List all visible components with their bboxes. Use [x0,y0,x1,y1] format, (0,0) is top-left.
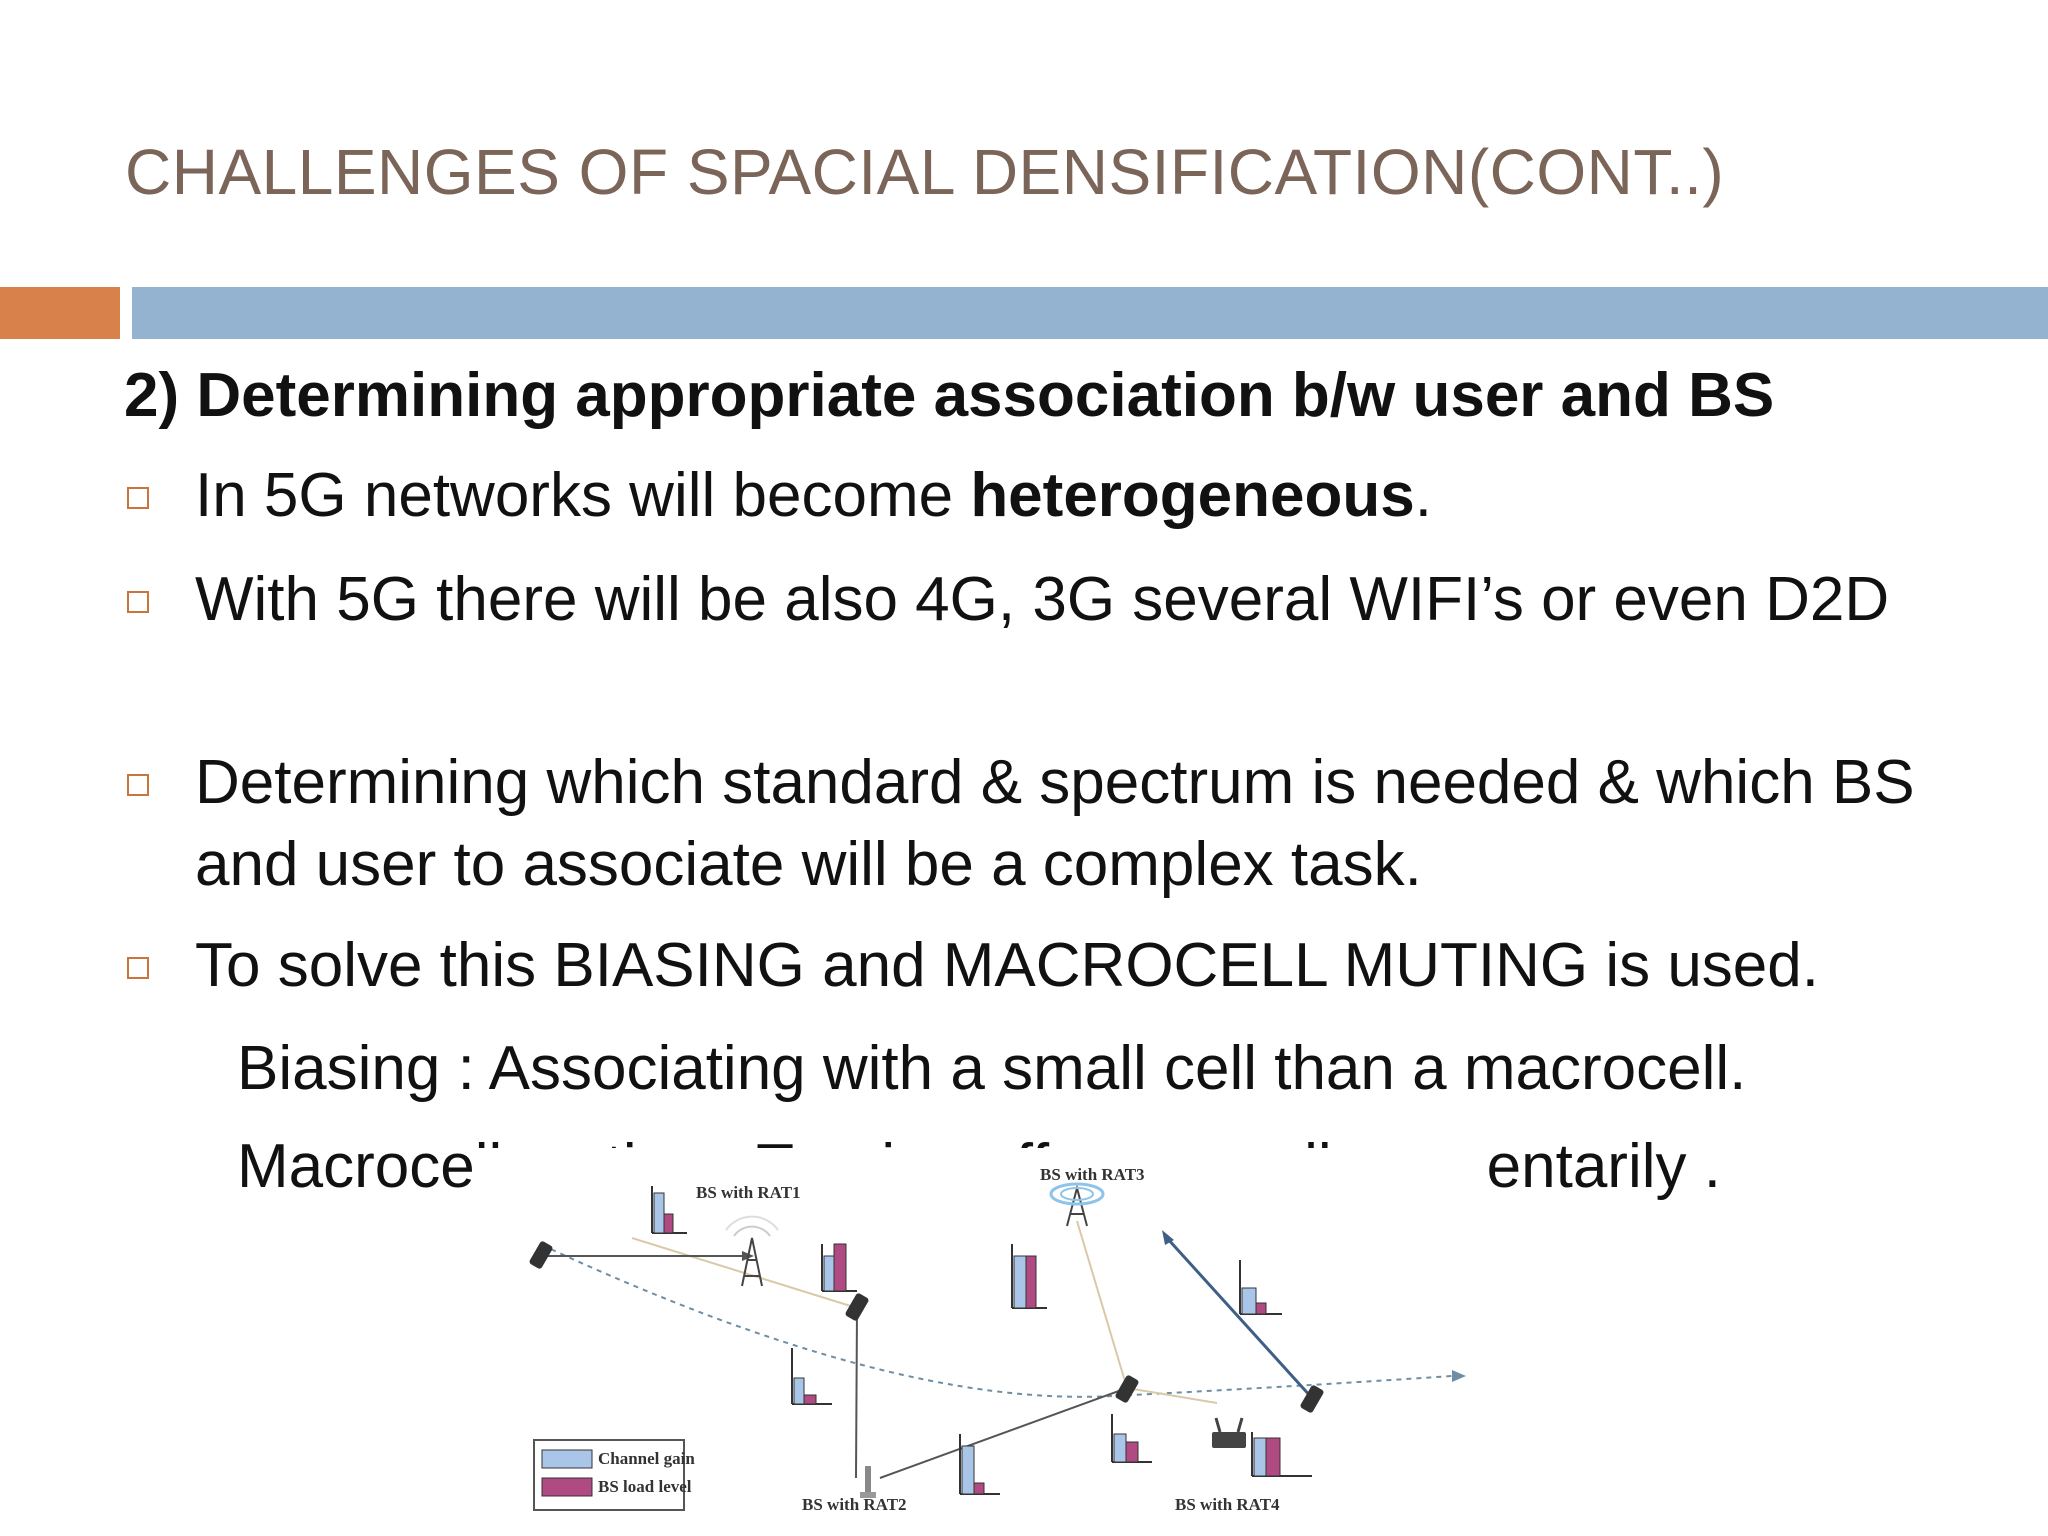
bullet-text: With 5G there will be also 4G, 3G severa… [195,565,1890,634]
legend-swatch-bs-load [541,1477,593,1497]
mini-bar-chart [959,1434,1000,1495]
square-bullet-icon [127,957,149,979]
bs-rat4-label: BS with RAT4 [1175,1495,1280,1514]
square-bullet-icon [127,487,149,509]
accent-bar-orange [0,287,120,339]
bullet-text: In 5G networks will become [195,461,971,530]
bullet-item: To solve this BIASING and MACROCELL MUTI… [124,925,2004,1007]
bs-rat1-tower-icon [725,1215,779,1287]
user-device-icon [1115,1375,1139,1403]
user-trajectory-path [541,1244,1453,1398]
bullet-text: To solve this BIASING and MACROCELL MUTI… [195,931,1819,1000]
bs-rat4-router-icon [1212,1417,1246,1448]
mini-bar-chart [651,1186,687,1234]
mini-bar-chart [821,1243,857,1292]
legend-swatch-channel-gain [541,1449,593,1469]
section-heading: 2) Determining appropriate association b… [124,361,1775,430]
trajectory-arrowhead [1452,1370,1466,1382]
link-line [1076,1220,1128,1389]
link-line [855,1307,858,1479]
bullet-text: Determining which standard & spectrum is… [195,748,1915,899]
bullet-item: Determining which standard & spectrum is… [124,742,2004,906]
bs-rat3-tower-icon [1049,1182,1105,1227]
accent-bar-blue [132,287,2048,339]
square-bullet-icon [127,774,149,796]
legend-label-channel-gain: Channel gain [598,1449,695,1468]
figure-legend: Channel gain BS load level [533,1439,695,1511]
bullet-item: With 5G there will be also 4G, 3G severa… [124,559,2004,641]
bs-rat2-label: BS with RAT2 [802,1495,907,1514]
bullet-bold-text: heterogeneous [970,461,1415,530]
slide-title: CHALLENGES OF SPACIAL DENSIFICATION(CONT… [125,136,1725,208]
user-device-icon [1300,1385,1324,1413]
legend-label-bs-load: BS load level [598,1477,692,1496]
mini-bar-chart [1251,1432,1312,1477]
mini-bar-chart [791,1348,832,1405]
link-line [879,1387,1128,1479]
bullet-text: . [1414,461,1432,530]
network-diagram: BS with RAT1 BS with RAT3 BS with RAT2 B… [529,1165,1466,1514]
sub-line-biasing: Biasing : Associating with a small cell … [237,1034,1747,1103]
bs-rat3-label: BS with RAT3 [1040,1165,1145,1184]
link-line [1126,1387,1218,1404]
mini-bar-chart [1239,1260,1282,1315]
user-device-icon [845,1293,869,1321]
bullet-item: In 5G networks will become heterogeneous… [124,455,2004,537]
user-device-icon [529,1241,553,1269]
mini-bar-chart [1111,1414,1152,1463]
network-diagram-figure: BS with RAT1 BS with RAT3 BS with RAT2 B… [472,1148,1488,1536]
bs-rat2-antenna-icon [860,1466,876,1498]
square-bullet-icon [127,591,149,613]
mini-bar-chart [1011,1244,1047,1309]
link-arrowhead [1162,1230,1174,1245]
link-line [1165,1236,1314,1400]
bs-rat1-label: BS with RAT1 [696,1183,801,1202]
